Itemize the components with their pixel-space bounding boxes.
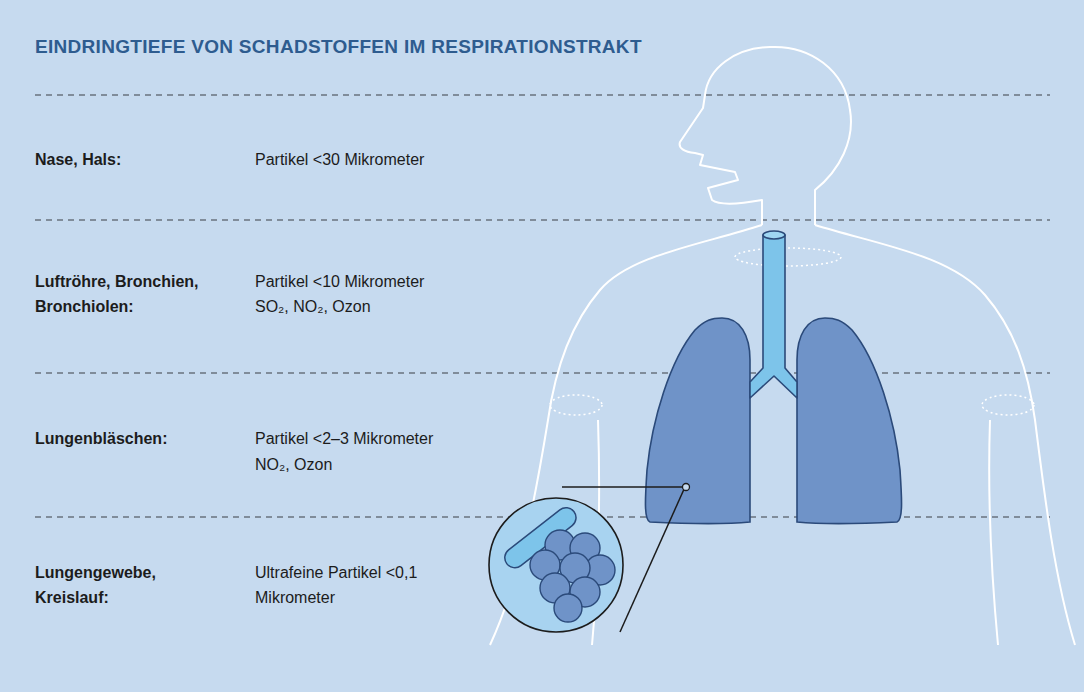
pollutant-text: Partikel <30 Mikrometer: [255, 147, 555, 172]
pollutant-text: Partikel <2–3 Mikrometer: [255, 426, 555, 451]
diagram-title: EINDRINGTIEFE VON SCHADSTOFFEN IM RESPIR…: [35, 36, 642, 58]
pollutant-text: NO₂, Ozon: [255, 452, 555, 477]
pollutant-text: Partikel <10 Mikrometer: [255, 269, 555, 294]
region-label: Lungengewebe, Kreislauf:: [35, 560, 185, 610]
body-outline: [490, 47, 1075, 645]
trachea: [750, 231, 797, 398]
region-label: Lungenbläschen:: [35, 426, 235, 451]
region-label: Luftröhre, Bronchien, Bronchiolen:: [35, 269, 230, 319]
alveoli-magnifier: [489, 484, 690, 633]
pollutant-text: Ultrafeine Partikel <0,1 Mikrometer: [255, 560, 430, 610]
pollutant-text: SO₂, NO₂, Ozon: [255, 294, 555, 319]
region-label: Nase, Hals:: [35, 147, 235, 172]
